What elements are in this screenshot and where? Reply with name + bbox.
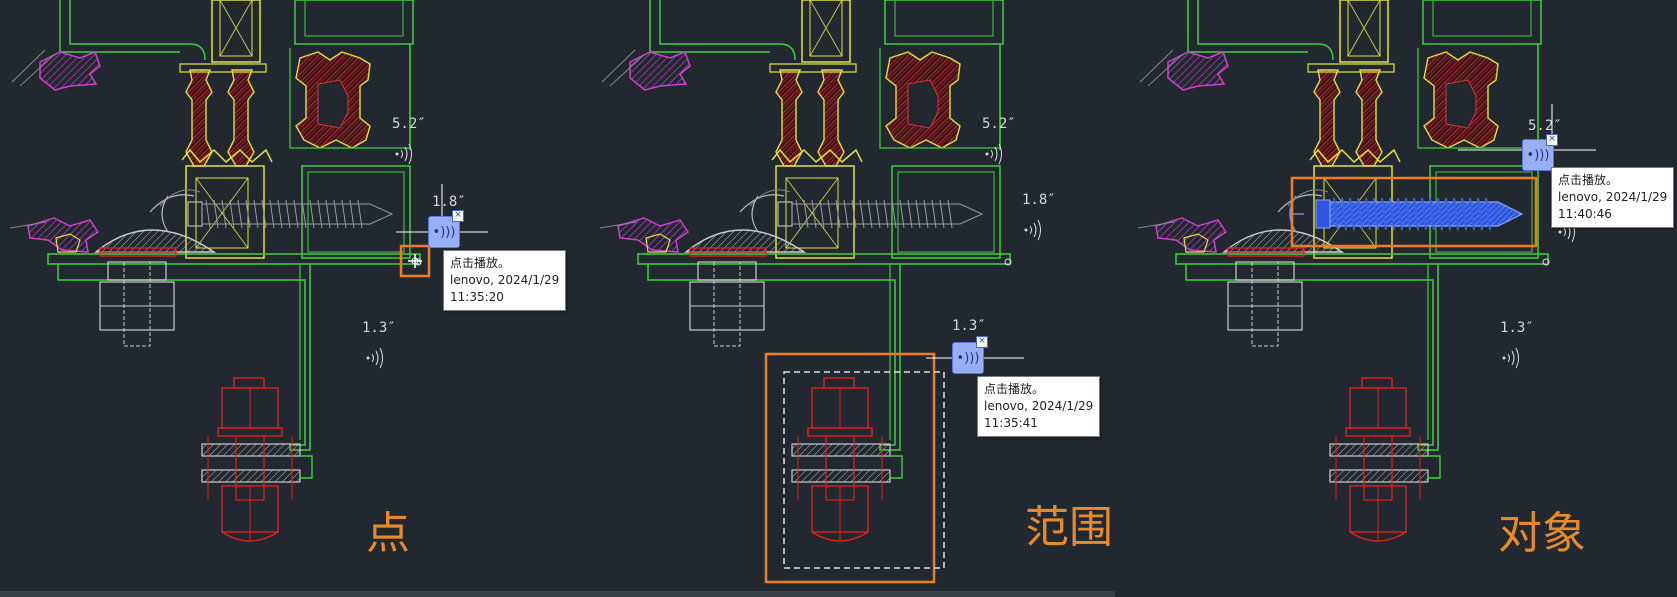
panel-caption: 点 [366,508,410,559]
dimension-label: 5.2″ [982,116,1016,132]
cad-drawing: 5.2″ 1.8″ 1.3″ [599,0,1056,584]
dimension-label: 5.2″ [1528,118,1562,134]
panel-caption: 对象 [1498,508,1586,559]
dimension-label: 1.3″ [1500,320,1534,336]
dimension-label: 5.2″ [392,116,426,132]
close-icon[interactable]: × [1546,134,1558,146]
selection-box [399,244,431,278]
cad-drawing: 5.2″ 1.3″ [1137,0,1596,542]
voice-note-tooltip: 点击播放。 lenovo, 2024/1/29 11:35:20 [443,250,567,311]
point-marker-icon [408,254,422,268]
sound-marker-icon[interactable] [1024,219,1041,241]
selection-box [1290,176,1538,248]
dimension-label: 1.8″ [432,194,466,210]
tooltip-time: 11:35:20 [450,290,504,304]
tooltip-action: 点击播放。 [450,256,511,270]
sound-marker-icon[interactable] [1502,347,1519,369]
dimension-label: 1.3″ [952,318,986,334]
sound-marker-icon[interactable] [985,143,1002,165]
panel-range: 5.2″ 1.8″ 1.3″ •))) × 点击播放。 lenovo, 2024… [590,0,1149,597]
panel-object: 5.2″ 1.3″ •))) × 点击播放。 lenovo, 2024/1/29… [1128,0,1677,597]
tooltip-author-date: lenovo, 2024/1/29 [450,273,560,287]
status-strip [0,591,1115,597]
range-selection-window [783,371,945,569]
tooltip-action: 点击播放。 [984,382,1045,396]
close-icon[interactable]: × [976,336,988,348]
tooltip-author-date: lenovo, 2024/1/29 [984,399,1094,413]
sound-wave-icon[interactable]: •))) [952,342,984,374]
panel-caption: 范围 [1025,502,1113,553]
tooltip-time: 11:35:41 [984,416,1038,430]
dimension-label: 1.8″ [1022,192,1056,208]
sound-marker-icon[interactable] [366,347,383,369]
voice-note-tooltip: 点击播放。 lenovo, 2024/1/29 11:35:41 [977,376,1101,437]
panel-point: 5.2″ 1.8″ 1.3″ •))) × 点击播放。 lenovo, 2024… [0,0,567,597]
tooltip-author-date: lenovo, 2024/1/29 [1558,190,1668,204]
dimension-label: 1.3″ [362,320,396,336]
voice-note-tooltip: 点击播放。 lenovo, 2024/1/29 11:40:46 [1551,167,1675,228]
sound-marker-icon[interactable] [395,143,412,165]
selection-box [764,352,936,584]
tooltip-time: 11:40:46 [1558,207,1612,221]
tooltip-action: 点击播放。 [1558,173,1619,187]
close-icon[interactable]: × [452,210,464,222]
